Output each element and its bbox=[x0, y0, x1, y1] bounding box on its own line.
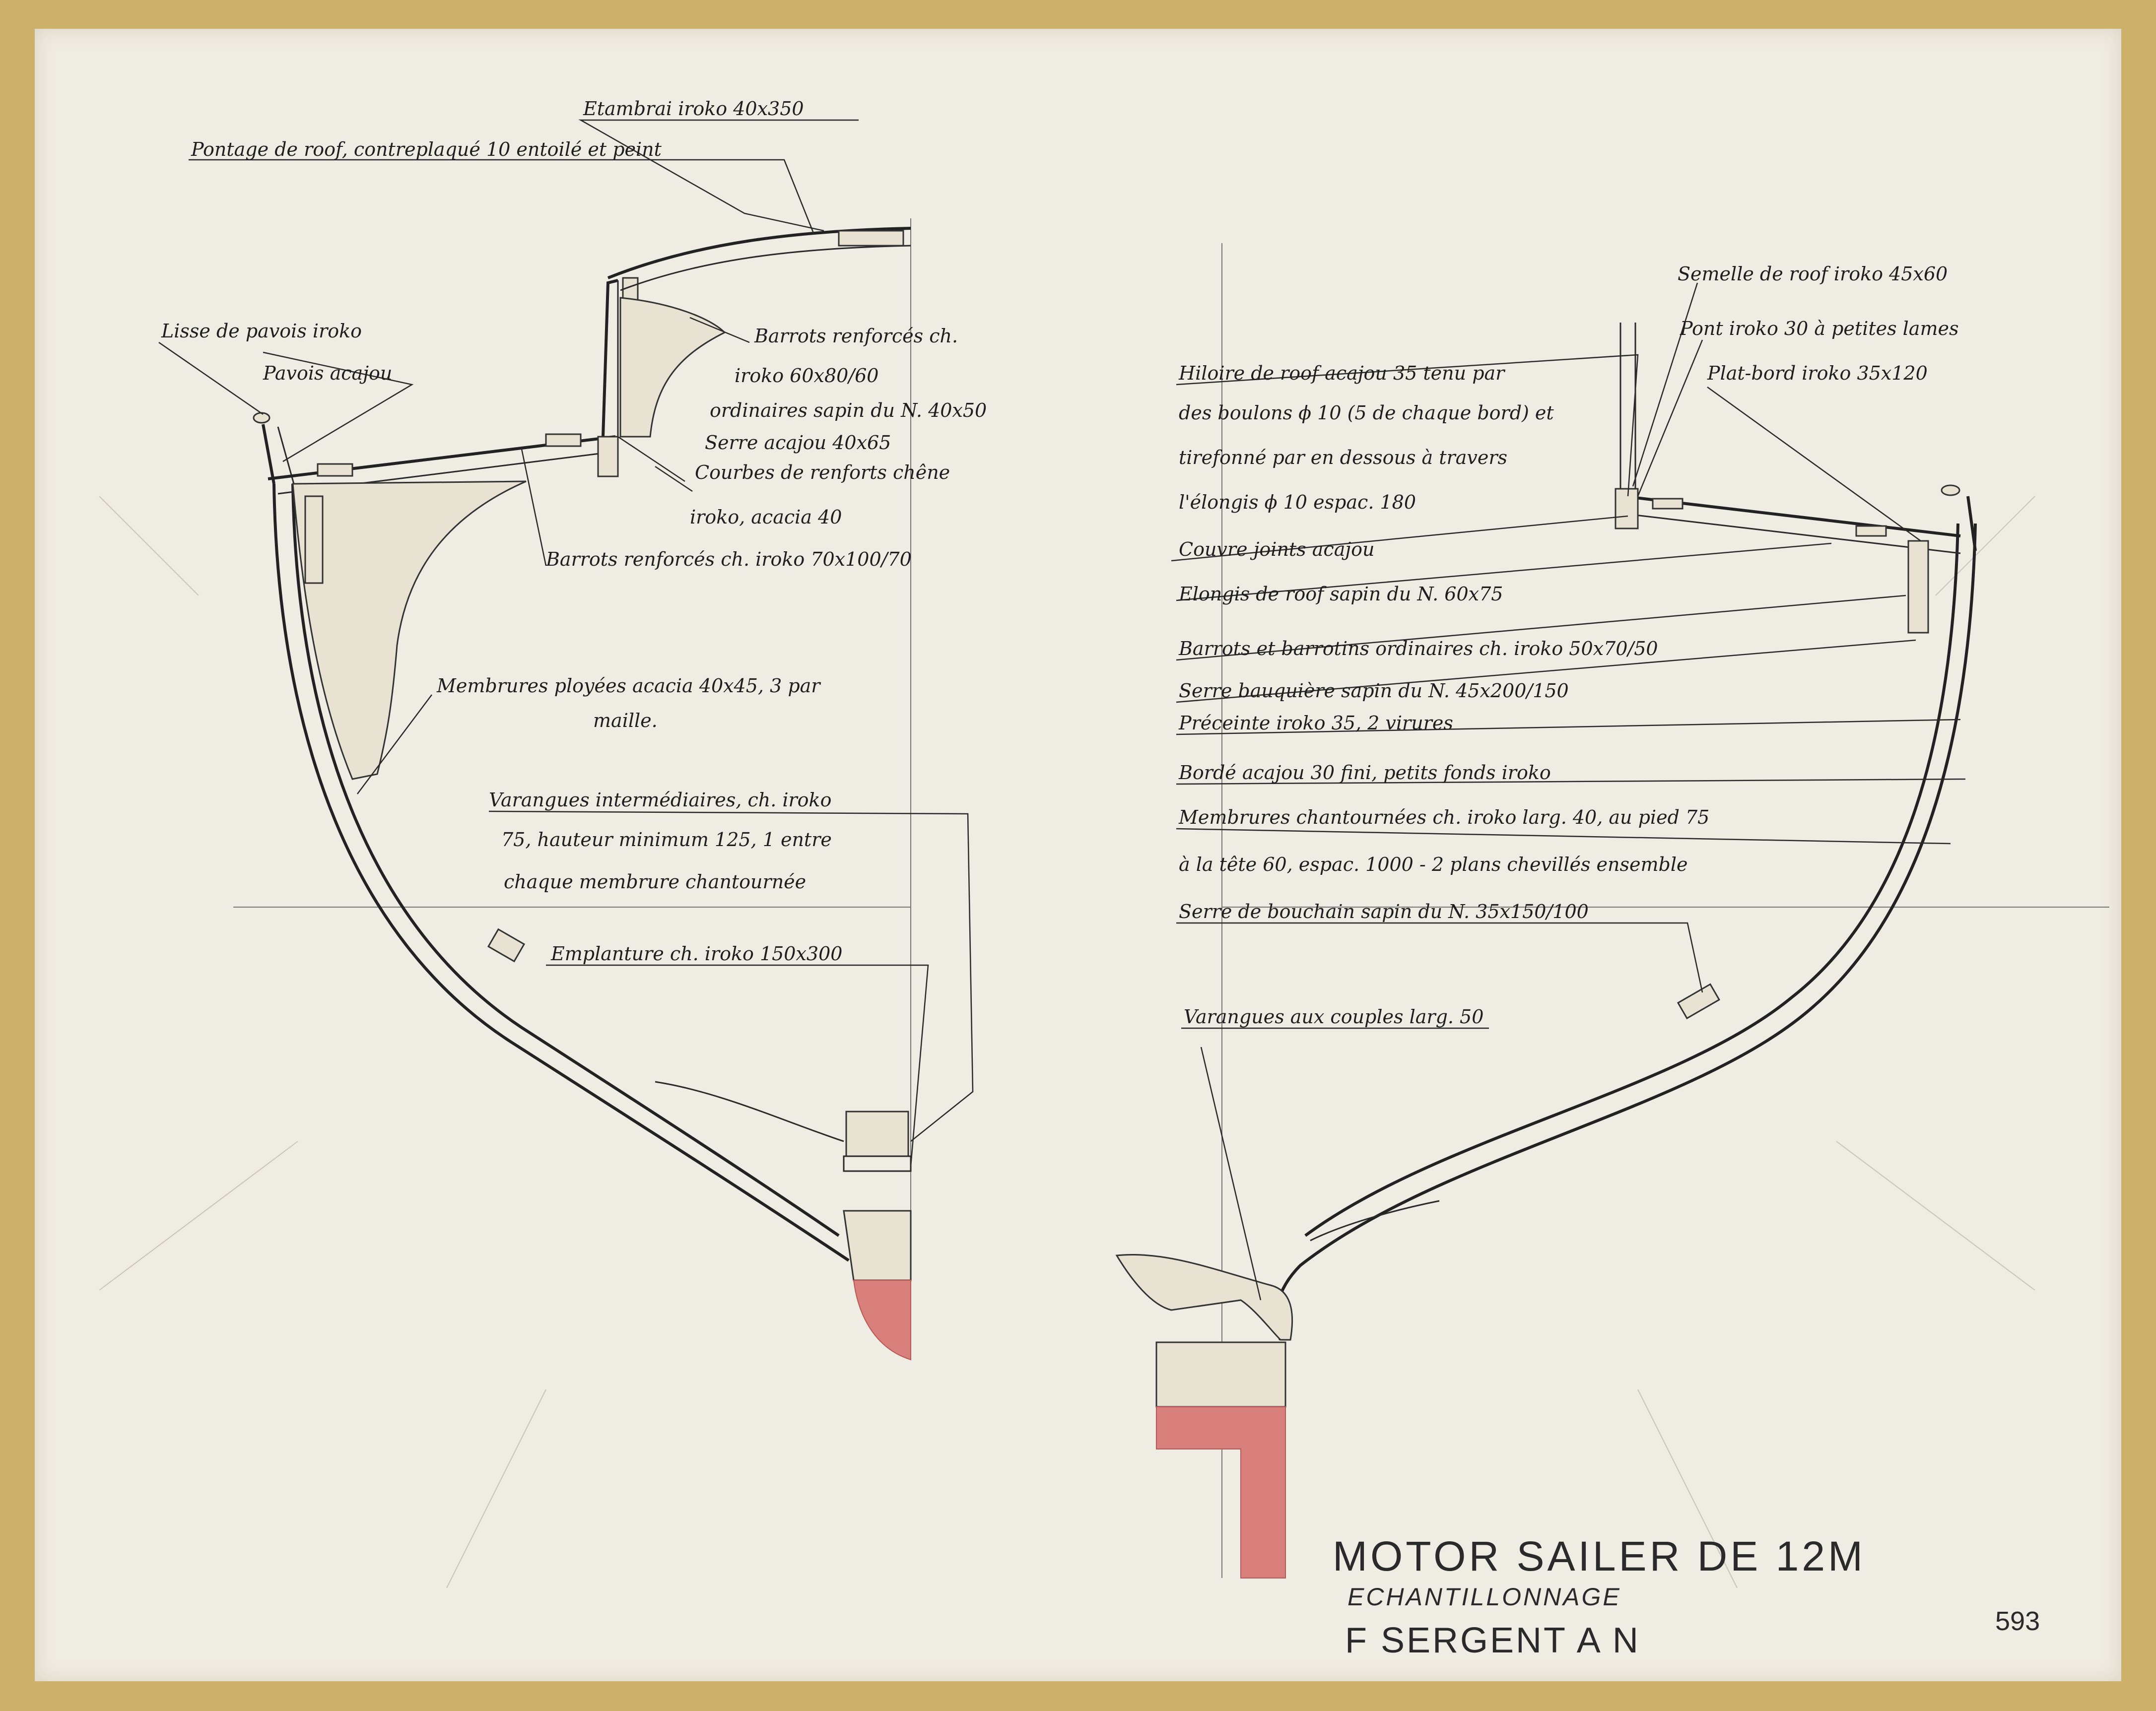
label-couvre-joints: Couvre joints acajou bbox=[1179, 538, 1375, 560]
label-barrots-2: iroko 60x80/60 bbox=[735, 365, 878, 387]
label-pontage: Pontage de roof, contreplaqué 10 entoilé… bbox=[191, 138, 662, 160]
label-emplanture: Emplanture ch. iroko 150x300 bbox=[550, 943, 842, 965]
label-platbord: Plat-bord iroko 35x120 bbox=[1707, 362, 1928, 384]
label-ordinaires: ordinaires sapin du N. 40x50 bbox=[710, 399, 987, 421]
label-varangues-2: 75, hauteur minimum 125, 1 entre bbox=[501, 829, 832, 851]
label-hiloire-1: Hiloire de roof acajou 35 tenu par bbox=[1178, 362, 1506, 384]
sheet-number: 593 bbox=[1995, 1606, 2040, 1636]
left-annotations: Etambrai iroko 40x350 Pontage de roof, c… bbox=[161, 98, 987, 965]
label-membrures-chantournees-2: à la tête 60, espac. 1000 - 2 plans chev… bbox=[1179, 854, 1687, 875]
label-membrures-1: Membrures ployées acacia 40x45, 3 par bbox=[436, 675, 821, 697]
label-membrures-2: maille. bbox=[593, 710, 658, 731]
right-hull-section bbox=[1115, 323, 1977, 1579]
left-hull-section bbox=[253, 227, 912, 1361]
label-varangues-couples: Varangues aux couples larg. 50 bbox=[1184, 1006, 1483, 1028]
label-lisse: Lisse de pavois iroko bbox=[161, 320, 362, 342]
label-semelle: Semelle de roof iroko 45x60 bbox=[1678, 263, 1948, 285]
label-courbes-2: iroko, acacia 40 bbox=[690, 506, 842, 528]
label-serre: Serre acajou 40x65 bbox=[705, 432, 891, 454]
label-serre-bauquiere: Serre bauquière sapin du N. 45x200/150 bbox=[1179, 680, 1569, 702]
label-pont: Pont iroko 30 à petites lames bbox=[1680, 318, 1958, 339]
label-barrots-ordinaires: Barrots et barrotins ordinaires ch. irok… bbox=[1178, 638, 1658, 659]
label-courbes: Courbes de renforts chêne bbox=[695, 461, 950, 483]
label-membrures-chantournees-1: Membrures chantournées ch. iroko larg. 4… bbox=[1178, 806, 1709, 828]
label-serre-bouchain: Serre de bouchain sapin du N. 35x150/100 bbox=[1179, 901, 1589, 922]
label-varangues-1: Varangues intermédiaires, ch. iroko bbox=[489, 789, 831, 811]
label-pavois: Pavois acajou bbox=[263, 362, 392, 384]
label-barrots-renforces: Barrots renforcés ch. iroko 70x100/70 bbox=[545, 548, 912, 570]
construction-lines bbox=[99, 496, 2035, 1588]
label-hiloire-4: l'élongis ϕ 10 espac. 180 bbox=[1179, 491, 1416, 513]
label-barrots-1: Barrots renforcés ch. bbox=[754, 325, 958, 347]
drawing-paper bbox=[35, 29, 2121, 1681]
label-varangues-3: chaque membrure chantournée bbox=[504, 871, 806, 893]
label-hiloire-2: des boulons ϕ 10 (5 de chaque bord) et bbox=[1179, 402, 1554, 424]
drawing-title: MOTOR SAILER DE 12M bbox=[1333, 1533, 1866, 1579]
left-leaders bbox=[158, 119, 974, 1167]
label-elongis: Elongis de roof sapin du N. 60x75 bbox=[1178, 583, 1503, 605]
right-annotations: Semelle de roof iroko 45x60 Pont iroko 3… bbox=[1178, 263, 1958, 1028]
label-hiloire-3: tirefonné par en dessous à travers bbox=[1179, 447, 1507, 468]
drawing-subtitle: ECHANTILLONNAGE bbox=[1348, 1583, 1621, 1611]
label-etambrai: Etambrai iroko 40x350 bbox=[583, 98, 804, 120]
title-block: MOTOR SAILER DE 12M ECHANTILLONNAGE F SE… bbox=[1333, 1533, 2040, 1660]
label-preceinte: Préceinte iroko 35, 2 virures bbox=[1178, 712, 1453, 734]
label-borde: Bordé acajou 30 fini, petits fonds iroko bbox=[1178, 762, 1551, 784]
right-leaders bbox=[1171, 282, 1966, 1301]
drawing-author: F SERGENT A N bbox=[1345, 1621, 1640, 1660]
